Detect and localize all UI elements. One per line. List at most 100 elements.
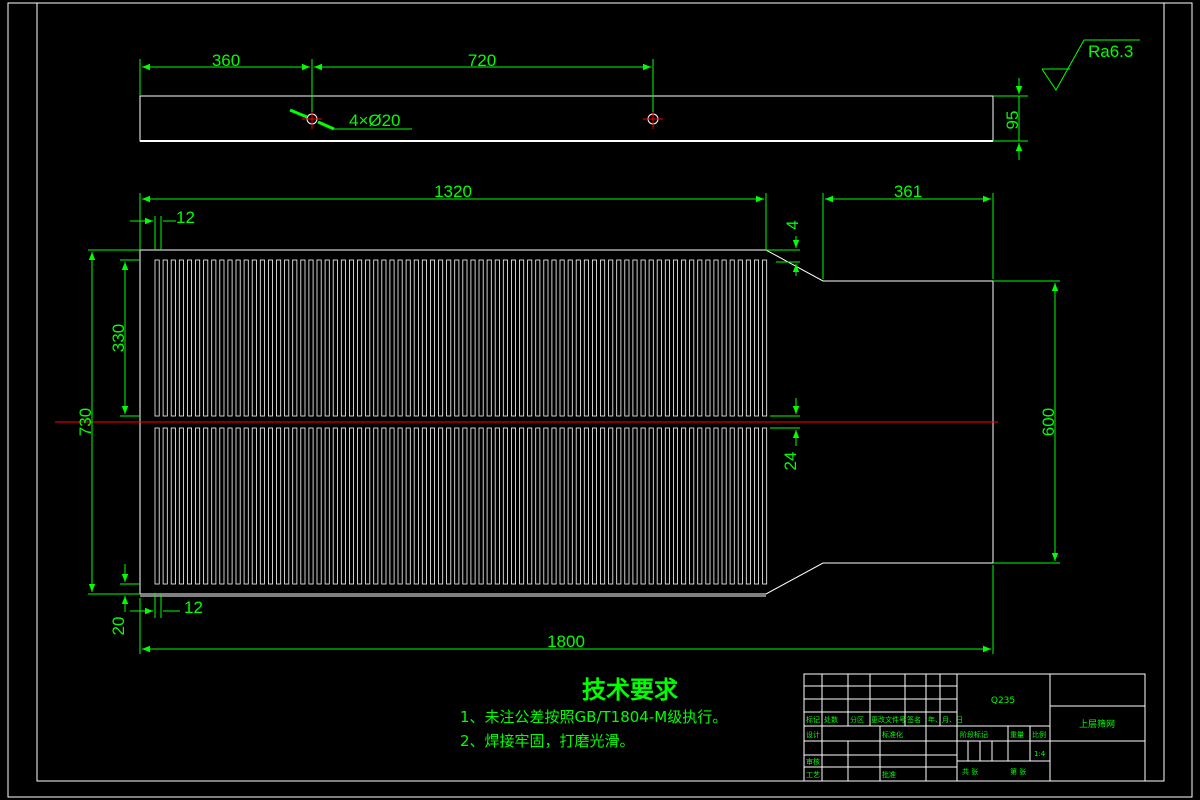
- screen-slot: [154, 259, 160, 417]
- screen-slot: [178, 259, 184, 417]
- screen-slot: [624, 259, 630, 417]
- screen-slot: [308, 427, 314, 585]
- screen-slot: [583, 259, 589, 417]
- screen-slot: [721, 427, 727, 585]
- screen-slot: [227, 259, 233, 417]
- screen-slot: [413, 427, 419, 585]
- screen-slot: [243, 259, 249, 417]
- screen-slot: [219, 259, 225, 417]
- screen-slot: [211, 259, 217, 417]
- dim-1800-line: [139, 565, 994, 654]
- screen-slot: [292, 259, 298, 417]
- roughness-symbol: [1041, 39, 1140, 91]
- tech-requirement-1: 1、未注公差按照GB/T1804-M级执行。: [460, 708, 727, 726]
- screen-slot: [624, 427, 630, 585]
- screen-slot: [527, 259, 533, 417]
- review-label: 审核: [806, 757, 820, 766]
- side-view-body: [139, 95, 994, 142]
- approve-label: 批准: [882, 770, 896, 779]
- screen-slot: [510, 259, 516, 417]
- screen-slot: [567, 259, 573, 417]
- screen-slot: [632, 427, 638, 585]
- screen-slot: [762, 259, 768, 417]
- slots-bottom-row: [154, 427, 768, 585]
- screen-slot: [648, 427, 654, 585]
- material: Q235: [991, 696, 1015, 706]
- dim-12-bottom: 12: [184, 598, 203, 617]
- screen-slot: [502, 427, 508, 585]
- screen-slot: [592, 427, 598, 585]
- screen-slot: [551, 427, 557, 585]
- roughness-value: Ra6.3: [1088, 42, 1133, 61]
- screen-slot: [673, 427, 679, 585]
- col-date: 年、月、日: [928, 715, 963, 724]
- screen-slot: [729, 427, 735, 585]
- drawing-frame: [36, 2, 1165, 782]
- dim-20: 20: [109, 617, 128, 636]
- screen-slot: [762, 427, 768, 585]
- screen-slot: [713, 427, 719, 585]
- screen-slot: [510, 427, 516, 585]
- dim-600: 600: [1039, 408, 1058, 436]
- screen-slot: [551, 259, 557, 417]
- screen-slot: [227, 427, 233, 585]
- screen-slot: [632, 259, 638, 417]
- col-mark: 标记: [806, 715, 820, 724]
- screen-slot: [195, 259, 201, 417]
- screen-slot: [292, 427, 298, 585]
- screen-slot: [535, 427, 541, 585]
- screen-slot: [332, 259, 338, 417]
- screen-slot: [251, 259, 257, 417]
- screen-slot: [421, 259, 427, 417]
- screen-slot: [429, 259, 435, 417]
- screen-slot: [673, 259, 679, 417]
- dim-330-line: [120, 259, 140, 417]
- screen-slot: [332, 427, 338, 585]
- screen-slot: [381, 427, 387, 585]
- screen-slot: [454, 259, 460, 417]
- screen-slot: [543, 427, 549, 585]
- screen-slot: [365, 427, 371, 585]
- screen-slot: [656, 427, 662, 585]
- hole-left: [302, 109, 322, 129]
- screen-slot: [170, 427, 176, 585]
- screen-slot: [373, 427, 379, 585]
- tech-requirement-2: 2、焊接牢固，打磨光滑。: [460, 732, 635, 750]
- screen-slot: [405, 427, 411, 585]
- screen-slot: [365, 259, 371, 417]
- screen-slot: [640, 259, 646, 417]
- screen-slot: [502, 259, 508, 417]
- dim-361: 361: [894, 182, 922, 201]
- screen-slot: [316, 427, 322, 585]
- screen-slot: [438, 427, 444, 585]
- col-zone: 分区: [850, 715, 864, 724]
- screen-slot: [162, 259, 168, 417]
- screen-slot: [348, 259, 354, 417]
- screen-slot: [454, 427, 460, 585]
- stage-mark-label: 阶段标记: [960, 730, 988, 739]
- screen-slot: [186, 427, 192, 585]
- dim-720: 720: [468, 51, 496, 70]
- dim-12-bottom-line: [130, 594, 180, 618]
- screen-slot: [162, 427, 168, 585]
- screen-slot: [324, 259, 330, 417]
- screen-slot: [308, 259, 314, 417]
- screen-slot: [559, 427, 565, 585]
- screen-slot: [381, 259, 387, 417]
- process-label: 工艺: [806, 771, 820, 779]
- screen-slot: [592, 259, 598, 417]
- screen-slot: [608, 259, 614, 417]
- screen-slot: [697, 427, 703, 585]
- screen-slot: [373, 259, 379, 417]
- screen-slot: [583, 427, 589, 585]
- screen-slot: [494, 259, 500, 417]
- screen-slot: [527, 427, 533, 585]
- screen-slot: [713, 259, 719, 417]
- screen-slot: [575, 427, 581, 585]
- screen-slot: [705, 259, 711, 417]
- dim-1800: 1800: [547, 632, 585, 651]
- dim-600-line: [993, 280, 1060, 564]
- screen-slot: [203, 259, 209, 417]
- dim-360-line: [139, 59, 654, 112]
- screen-slot: [211, 427, 217, 585]
